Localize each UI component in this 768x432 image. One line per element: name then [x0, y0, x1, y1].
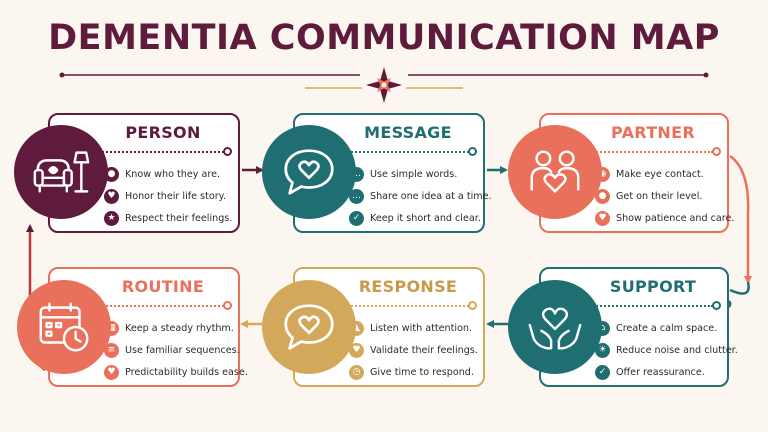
list-item: ♥ Show patience and care. — [595, 207, 734, 229]
page-title: DEMENTIA COMMUNICATION MAP — [48, 18, 720, 58]
list-item: … Use simple words. — [349, 163, 479, 185]
card-title: PERSON — [125, 123, 201, 142]
person-icon: ● — [595, 188, 610, 204]
sun-icon: ☀ — [595, 342, 610, 358]
list-item: ≡ Use familiar sequences. — [104, 339, 240, 361]
list-item: ✓ Offer reassurance. — [595, 361, 723, 383]
heart-icon: ♥ — [595, 210, 610, 226]
speech-bubble-heart-icon — [262, 125, 356, 219]
card-title: MESSAGE — [364, 123, 452, 142]
card-title: ROUTINE — [121, 277, 205, 296]
arrow-partner-to-support — [729, 154, 752, 284]
list-item: ♥ Honor their life story. — [104, 185, 234, 207]
list-item: ★ Respect their feelings. — [104, 207, 234, 229]
armchair-lamp-icon — [14, 125, 108, 219]
list-item: ♥ Predictability builds ease. — [104, 361, 248, 383]
check-icon: ✓ — [349, 210, 364, 226]
speech-bubble-heart-icon — [262, 280, 356, 374]
list-item: ● Know who they are. — [104, 163, 234, 185]
card-title: SUPPORT — [609, 277, 697, 296]
heart-icon: ♥ — [349, 342, 364, 358]
list-item: ☀ Reduce noise and clutter. — [595, 339, 738, 361]
compass-star-icon — [366, 67, 402, 103]
shield-icon: ✓ — [595, 364, 610, 380]
star-icon: ★ — [104, 210, 119, 226]
list-item: ⌂ Create a calm space. — [595, 317, 723, 339]
list-item: ▲ Listen with attention. — [349, 317, 479, 339]
calendar-clock-icon — [17, 280, 111, 374]
clock-icon: ◷ — [349, 364, 364, 380]
list-item: … Share one idea at a time. — [349, 185, 492, 207]
heart-icon: ♥ — [104, 188, 119, 204]
list-item: ♥ Validate their feelings. — [349, 339, 479, 361]
two-people-heart-icon — [508, 125, 602, 219]
hands-heart-icon — [508, 280, 602, 374]
list-item: ▦ Keep a steady rhythm. — [104, 317, 234, 339]
list-item: ◉ Make eye contact. — [595, 163, 723, 185]
list-item: ● Get on their level. — [595, 185, 723, 207]
heart-icon: ♥ — [104, 364, 119, 380]
list-item: ◷ Give time to respond. — [349, 361, 479, 383]
title-ornament — [59, 67, 709, 103]
list-icon: ≡ — [104, 342, 119, 358]
card-title: PARTNER — [611, 123, 695, 142]
chat-icon: … — [349, 188, 364, 204]
card-title: RESPONSE — [358, 277, 458, 296]
list-item: ✓ Keep it short and clear. — [349, 207, 481, 229]
